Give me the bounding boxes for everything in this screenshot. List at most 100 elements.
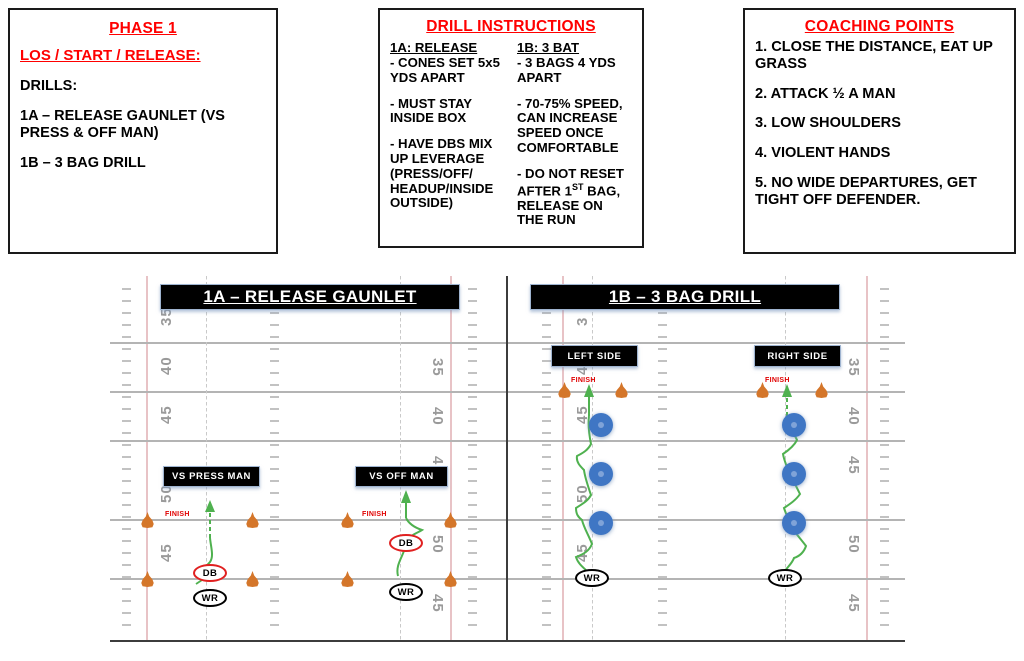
hash-tick bbox=[542, 516, 551, 518]
hash-tick bbox=[468, 384, 477, 386]
hash-tick bbox=[468, 516, 477, 518]
hash-tick bbox=[270, 516, 279, 518]
hash-tick bbox=[880, 456, 889, 458]
hash-tick bbox=[542, 540, 551, 542]
bag bbox=[782, 413, 806, 437]
coaching-point-3: 3. LOW SHOULDERS bbox=[755, 115, 901, 132]
hash-tick bbox=[270, 468, 279, 470]
hash-tick bbox=[270, 348, 279, 350]
hash-tick bbox=[542, 312, 551, 314]
instructions-1a-heading: 1A: RELEASE bbox=[390, 40, 478, 56]
instructions-1a-item-3: - HAVE DBS MIX UP LEVERAGE (PRESS/OFF/ H… bbox=[390, 136, 494, 211]
hash-tick bbox=[658, 336, 667, 338]
hash-tick bbox=[468, 576, 477, 578]
hash-tick bbox=[468, 348, 477, 350]
hash-tick bbox=[542, 468, 551, 470]
hash-tick bbox=[658, 420, 667, 422]
hash-tick bbox=[122, 444, 131, 446]
player-wr: WR bbox=[193, 589, 227, 607]
hash-tick bbox=[658, 384, 667, 386]
phase-panel-title: PHASE 1 bbox=[109, 20, 177, 37]
cone bbox=[756, 382, 769, 398]
info-panels: PHASE 1 LOS / START / RELEASE: DRILLS: 1… bbox=[0, 0, 1024, 262]
instructions-column-1b: 1B: 3 BAT - 3 BAGS 4 YDS APART - 70-75% … bbox=[517, 40, 632, 228]
hash-tick bbox=[542, 480, 551, 482]
hash-tick bbox=[880, 504, 889, 506]
hash-tick bbox=[542, 564, 551, 566]
hash-tick bbox=[880, 480, 889, 482]
hash-tick bbox=[270, 492, 279, 494]
hash-tick bbox=[658, 504, 667, 506]
hash-tick bbox=[468, 300, 477, 302]
hash-tick bbox=[658, 312, 667, 314]
hash-tick bbox=[122, 432, 131, 434]
cone bbox=[615, 382, 628, 398]
hash-tick bbox=[542, 504, 551, 506]
bag bbox=[589, 462, 613, 486]
sideline-right-outer bbox=[866, 276, 868, 640]
phase-panel: PHASE 1 LOS / START / RELEASE: DRILLS: 1… bbox=[8, 8, 278, 254]
hash-tick bbox=[270, 420, 279, 422]
hash-tick bbox=[658, 492, 667, 494]
instructions-1a-item-2: - MUST STAY INSIDE BOX bbox=[390, 95, 472, 126]
hash-tick bbox=[658, 576, 667, 578]
hash-tick bbox=[880, 576, 889, 578]
hash-tick bbox=[270, 360, 279, 362]
hash-tick bbox=[880, 396, 889, 398]
hash-tick bbox=[270, 540, 279, 542]
instructions-1b-item-3: - DO NOT RESET AFTER 1ST BAG, RELEASE ON… bbox=[517, 166, 632, 229]
hash-column-b bbox=[400, 276, 401, 640]
hash-tick bbox=[658, 372, 667, 374]
cone bbox=[815, 382, 828, 398]
hash-tick bbox=[468, 540, 477, 542]
cone bbox=[341, 571, 354, 587]
hash-tick bbox=[468, 288, 477, 290]
drill-1b-label: 1B – 3 BAG DRILL bbox=[20, 155, 146, 172]
hash-tick bbox=[468, 588, 477, 590]
coaching-panel-title: COACHING POINTS bbox=[804, 18, 955, 35]
player-db: DB bbox=[193, 564, 227, 582]
hash-tick bbox=[122, 516, 131, 518]
hash-tick bbox=[122, 588, 131, 590]
bag bbox=[782, 511, 806, 535]
hash-tick bbox=[122, 576, 131, 578]
instructions-1b-item-1: - 3 BAGS 4 YDS APART bbox=[517, 55, 616, 85]
hash-tick bbox=[542, 492, 551, 494]
player-wr: WR bbox=[575, 569, 609, 587]
hash-tick bbox=[542, 336, 551, 338]
hash-tick bbox=[122, 396, 131, 398]
hash-tick bbox=[542, 432, 551, 434]
hash-tick bbox=[542, 372, 551, 374]
hash-tick bbox=[542, 420, 551, 422]
hash-tick bbox=[658, 432, 667, 434]
hash-tick bbox=[468, 360, 477, 362]
hash-tick bbox=[468, 564, 477, 566]
hash-tick bbox=[542, 612, 551, 614]
hash-tick bbox=[270, 552, 279, 554]
cone bbox=[444, 571, 457, 587]
hash-tick bbox=[270, 384, 279, 386]
right-drill-title-banner: 1B – 3 BAG DRILL bbox=[530, 284, 840, 310]
bag bbox=[589, 413, 613, 437]
hash-tick bbox=[658, 348, 667, 350]
hash-tick bbox=[122, 324, 131, 326]
hash-tick bbox=[880, 588, 889, 590]
hash-tick bbox=[542, 528, 551, 530]
player-wr: WR bbox=[768, 569, 802, 587]
hash-tick bbox=[468, 396, 477, 398]
label-vs-press-man: VS PRESS MAN bbox=[163, 466, 260, 487]
hash-tick bbox=[880, 288, 889, 290]
hash-tick bbox=[542, 360, 551, 362]
instructions-panel-title: DRILL INSTRUCTIONS bbox=[426, 18, 596, 35]
hash-tick bbox=[270, 504, 279, 506]
hash-tick bbox=[658, 624, 667, 626]
finish-label: FINISH bbox=[362, 511, 387, 518]
drill-1a-label: 1A – RELEASE GAUNLET (VS PRESS & OFF MAN… bbox=[20, 108, 225, 142]
hash-tick bbox=[122, 540, 131, 542]
hash-tick bbox=[658, 516, 667, 518]
hash-tick bbox=[658, 612, 667, 614]
label-right-side: RIGHT SIDE bbox=[754, 345, 841, 367]
hash-tick bbox=[468, 456, 477, 458]
instructions-1b-item-3-suffix: BAG, RELEASE ON THE RUN bbox=[517, 182, 621, 228]
hash-tick bbox=[468, 468, 477, 470]
